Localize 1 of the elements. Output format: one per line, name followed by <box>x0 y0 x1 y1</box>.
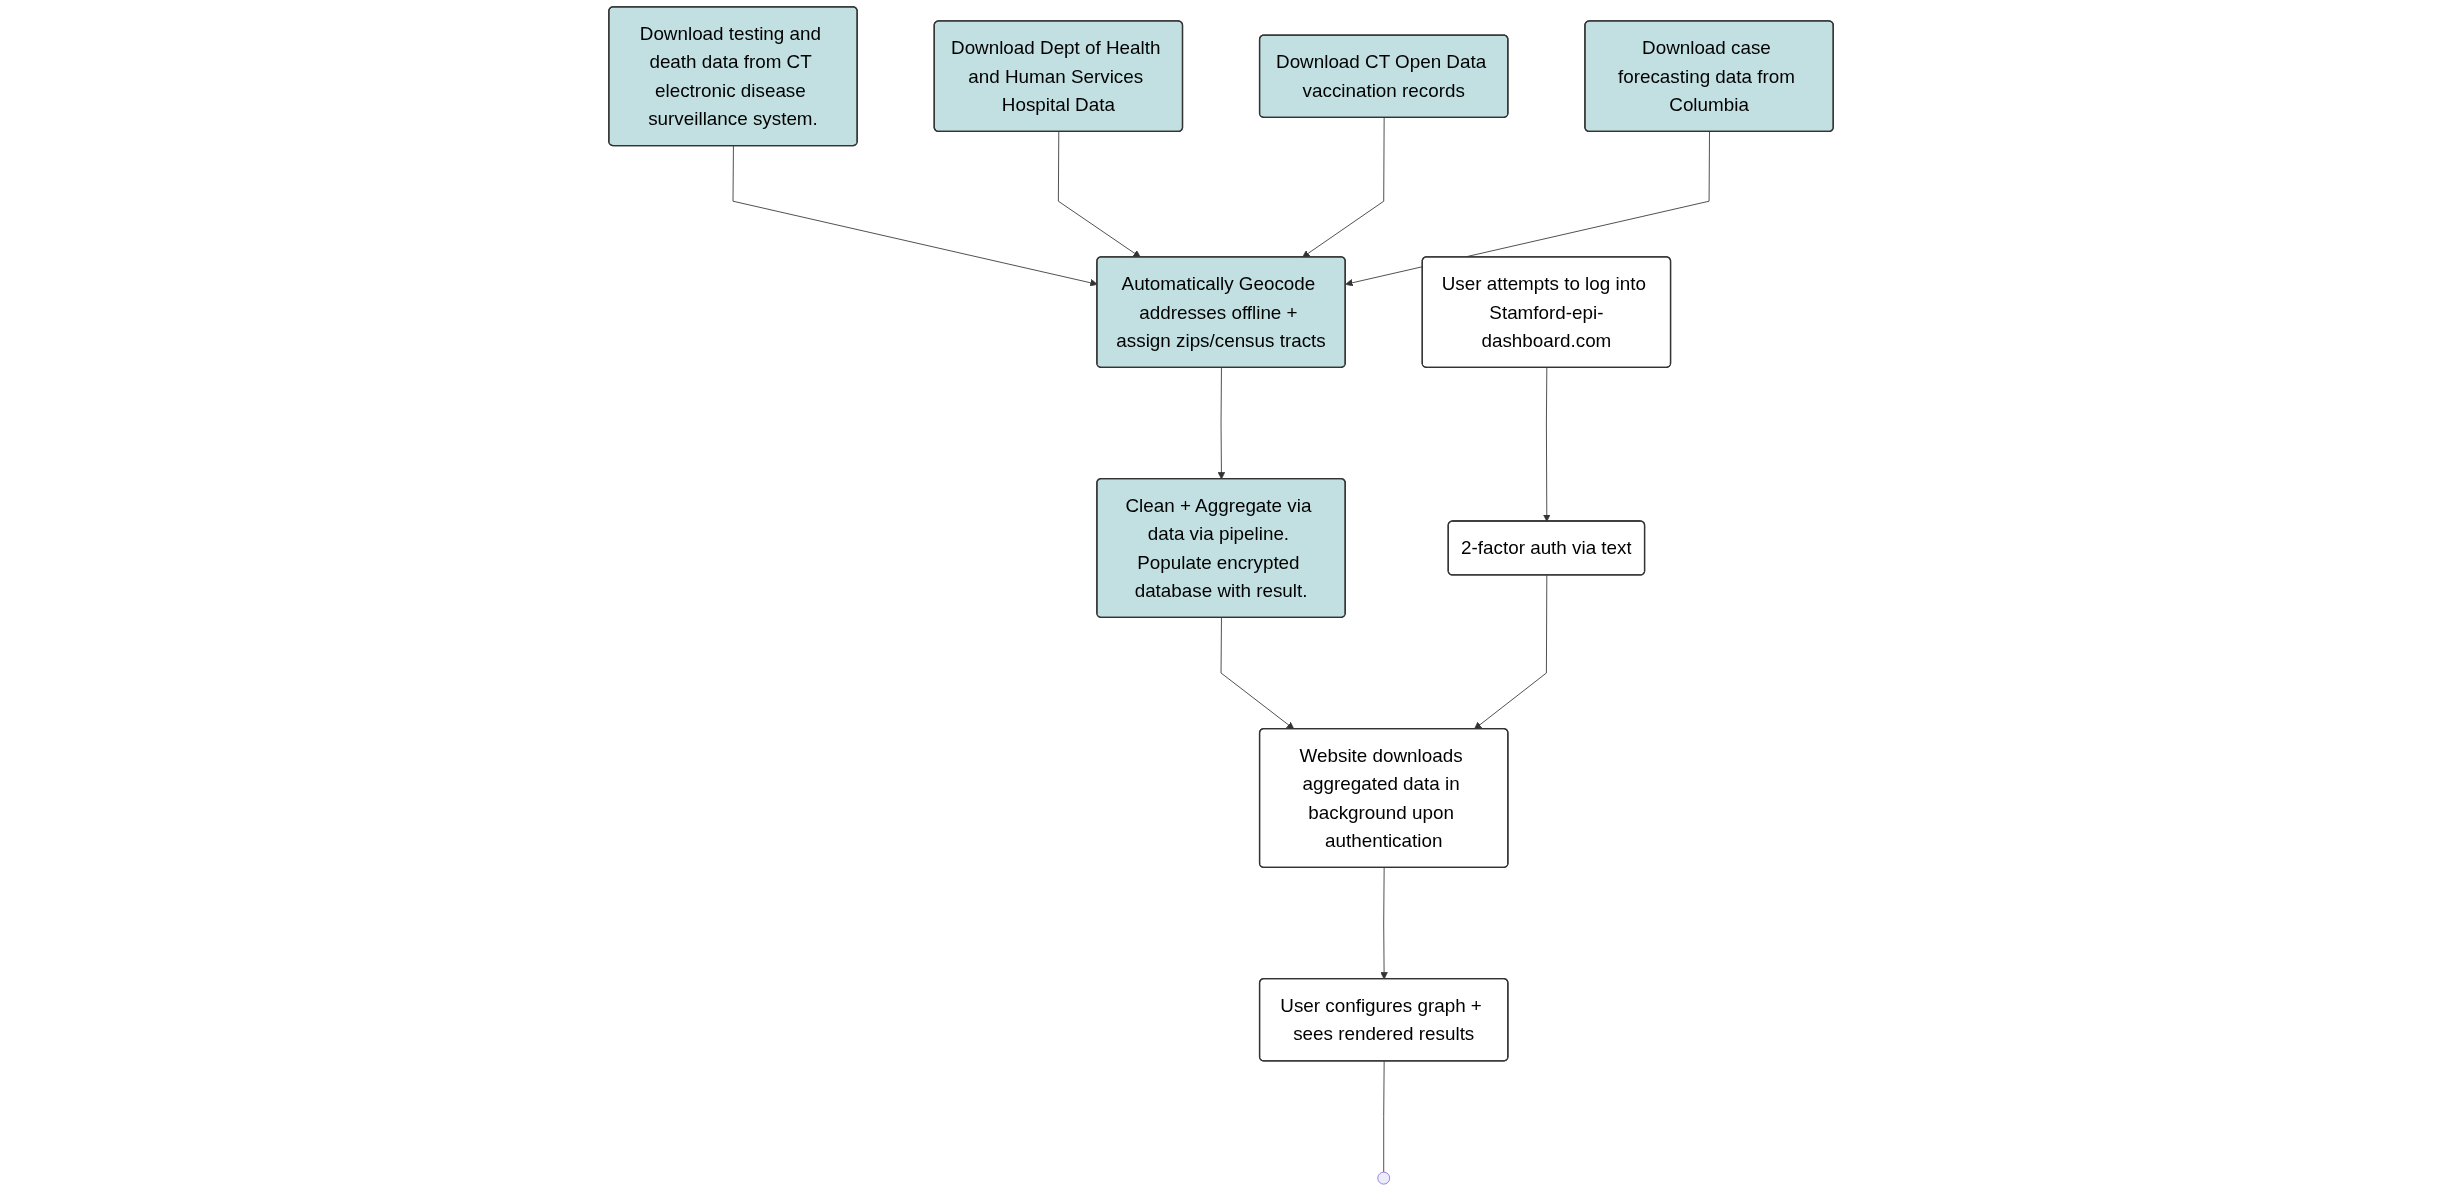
connector <box>1383 1060 1385 1173</box>
